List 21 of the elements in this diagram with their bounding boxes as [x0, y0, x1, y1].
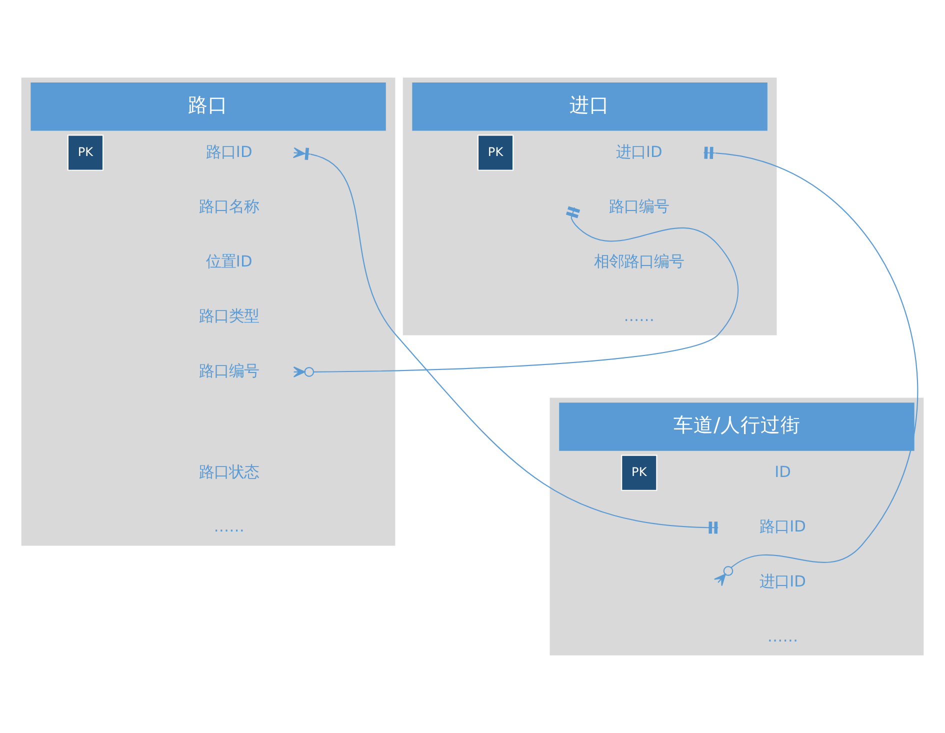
node-text: 路口名称 — [199, 198, 260, 216]
node-text: 路口状态 — [199, 462, 260, 481]
node-text: …… — [624, 307, 654, 326]
connector — [704, 146, 918, 586]
node-text: 路口ID — [206, 142, 252, 161]
node-box: PK — [477, 134, 514, 171]
node-text: ID — [774, 462, 791, 481]
connector — [292, 147, 718, 534]
node-text: 相邻路口编号 — [594, 252, 684, 270]
node-text: 路口ID — [760, 518, 806, 536]
node-text: 进口ID — [760, 572, 806, 591]
node-text: 路口编号 — [199, 362, 260, 380]
node-text: …… — [767, 627, 798, 646]
node-box: PK — [67, 134, 104, 171]
node-text: 路口编号 — [609, 198, 670, 216]
node-box: PK — [621, 454, 658, 491]
node-text: …… — [214, 518, 244, 536]
node-text: 位置ID — [206, 252, 252, 270]
connector — [293, 206, 739, 378]
node-text: 进口ID — [616, 142, 662, 161]
node-text: 路口类型 — [199, 307, 260, 326]
